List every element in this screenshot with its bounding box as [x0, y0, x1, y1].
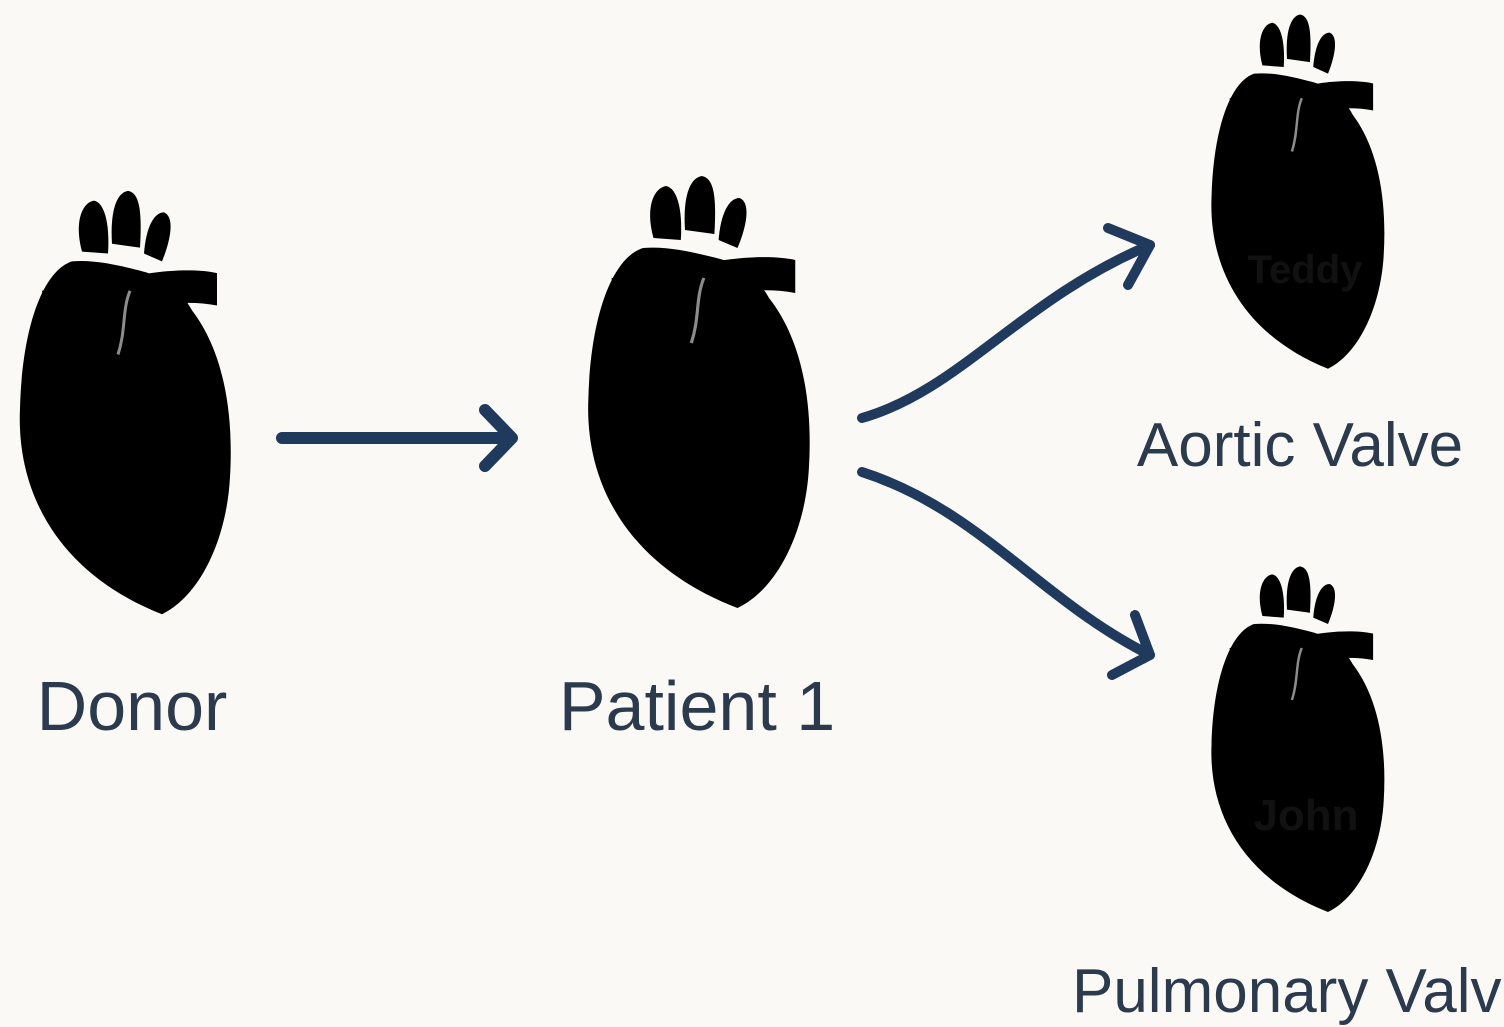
patient-heart-icon: [588, 176, 810, 608]
donor-label: Donor: [37, 667, 228, 745]
pulmonary-valve-label: Pulmonary Valve: [1072, 957, 1504, 1026]
aortic-heart-icon: [1211, 15, 1384, 369]
donor-heart-icon: [20, 191, 231, 614]
patient-label: Patient 1: [559, 667, 835, 745]
arrow-donor-to-patient: [282, 410, 512, 466]
aortic-valve-label: Aortic Valve: [1137, 411, 1463, 480]
arrow-patient-to-aortic: [862, 228, 1150, 418]
pulmonary-heart-icon: [1211, 566, 1384, 912]
john-label: John: [1253, 791, 1358, 840]
teddy-label: Teddy: [1248, 248, 1364, 292]
arrow-patient-to-pulmonary: [862, 472, 1150, 675]
